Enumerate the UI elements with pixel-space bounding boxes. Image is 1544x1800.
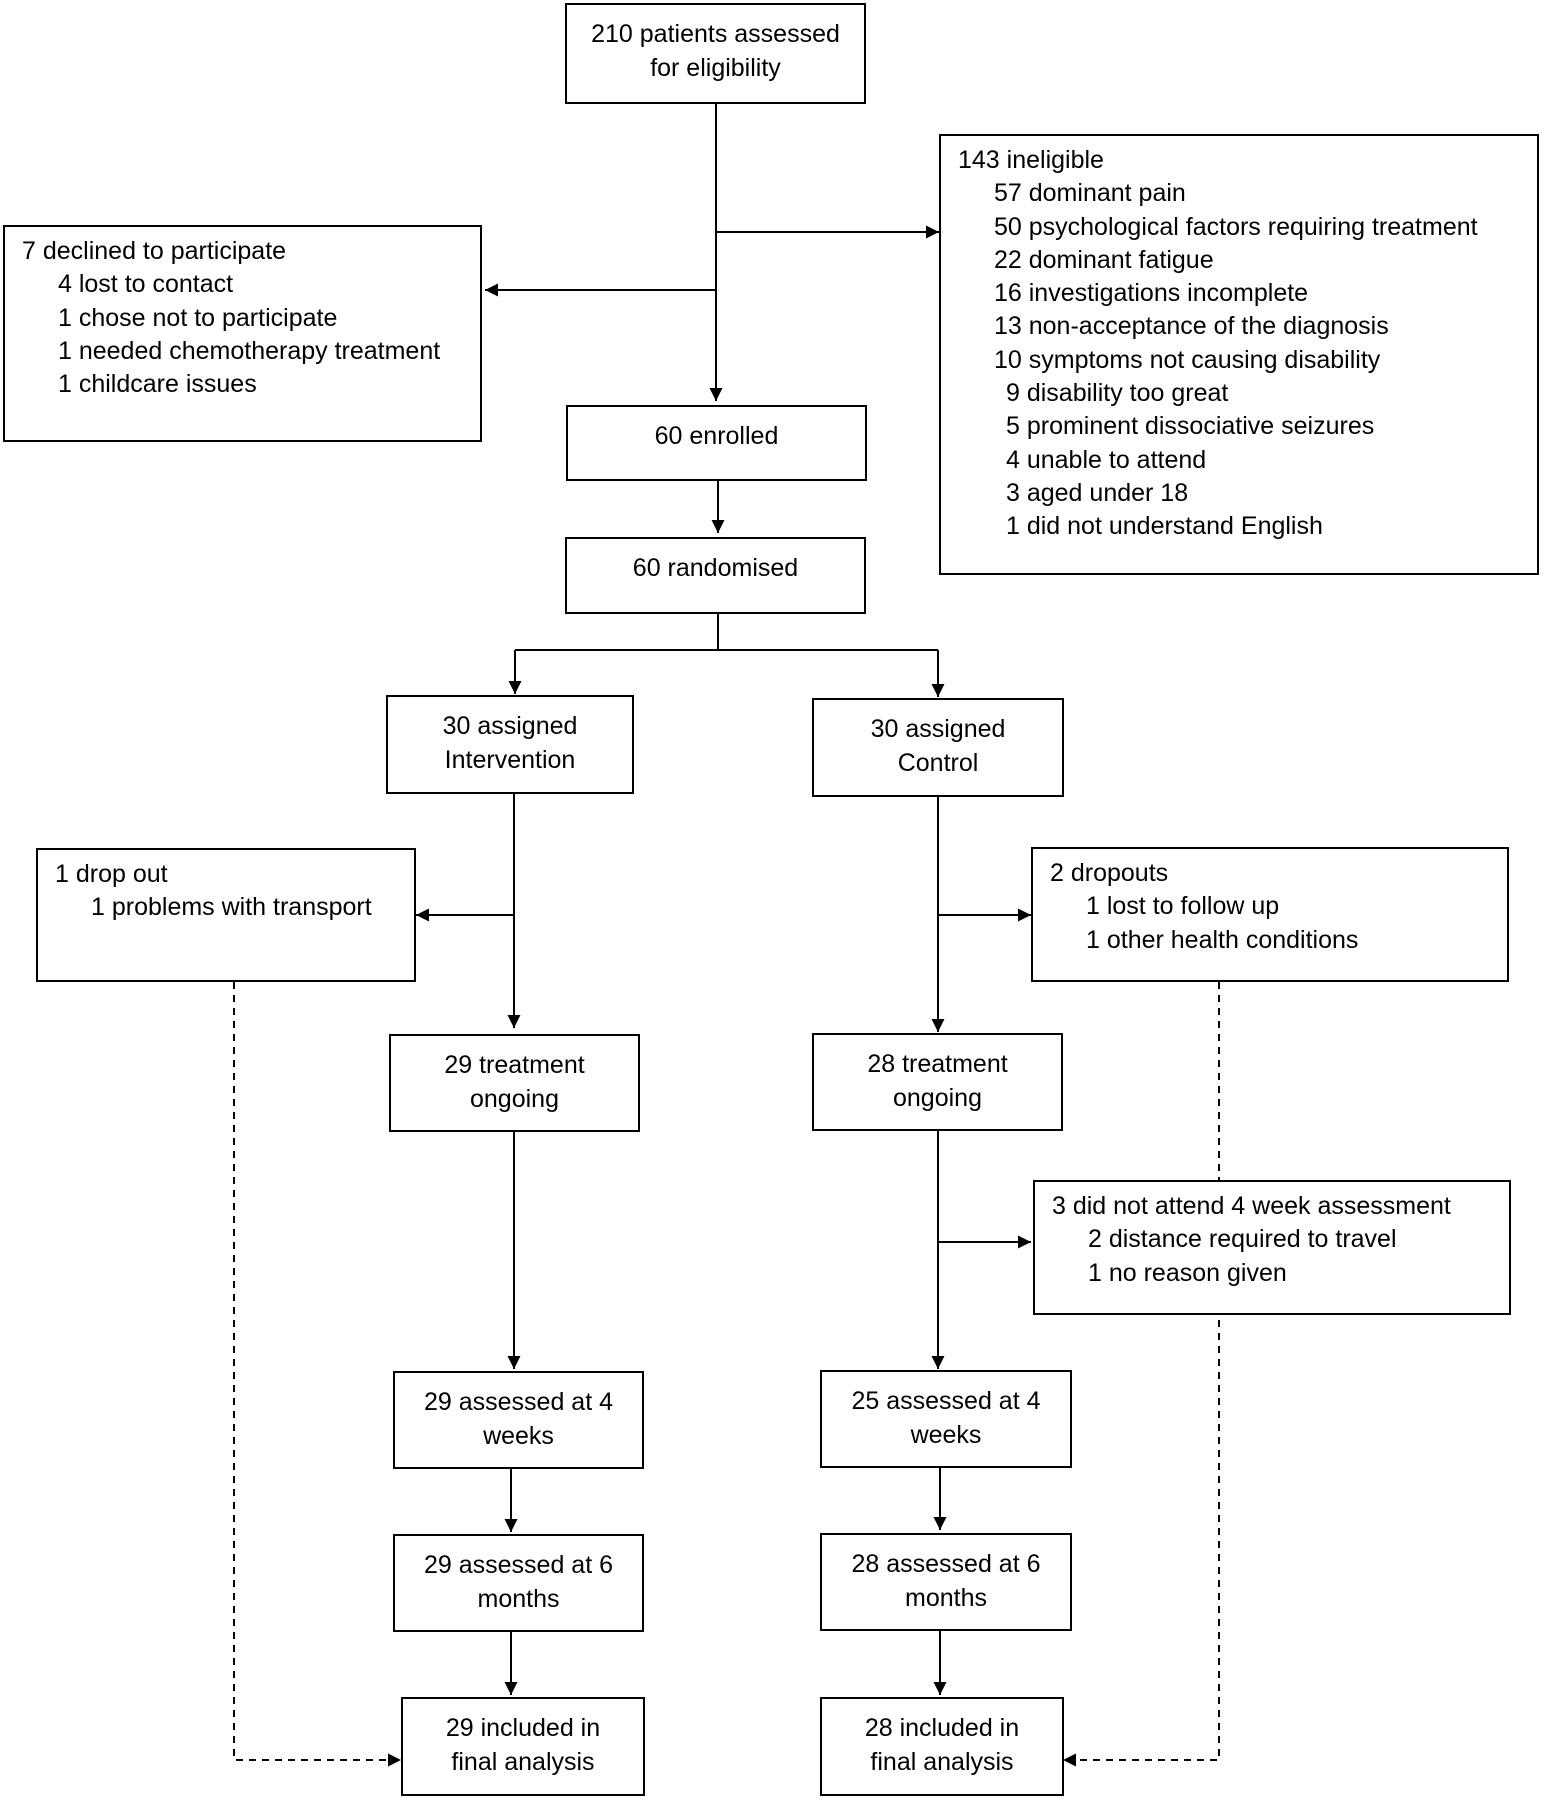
intervention-month6-box: 29 assessed at 6 months <box>393 1534 644 1632</box>
intervention-week4-line2: weeks <box>483 1422 554 1450</box>
control-ongoing-box: 28 treatment ongoing <box>812 1033 1063 1131</box>
intervention-ongoing-line2: ongoing <box>470 1085 559 1113</box>
enrolled-label: 60 enrolled <box>654 422 779 450</box>
control-month6-line2: months <box>905 1584 987 1612</box>
declined-item: 1 needed chemotherapy treatment <box>58 336 441 365</box>
ineligible-box: 143 ineligible 57 dominant pain 50 psych… <box>939 134 1539 575</box>
control-week4-line1: 25 assessed at 4 <box>851 1387 1041 1415</box>
intervention-dropout-title: 1 drop out <box>55 860 168 888</box>
declined-item: 4 lost to contact <box>58 270 234 299</box>
declined-title: 7 declined to participate <box>22 237 287 265</box>
ineligible-item: 57 dominant pain <box>994 179 1186 208</box>
intervention-ongoing-box: 29 treatment ongoing <box>389 1034 640 1132</box>
ineligible-item: 10 symptoms not causing disability <box>994 345 1381 374</box>
control-final-line2: final analysis <box>870 1748 1014 1776</box>
control-assigned-line2: Control <box>897 749 979 777</box>
intervention-final-line2: final analysis <box>451 1748 595 1776</box>
ineligible-item: 1 did not understand English <box>1006 512 1323 541</box>
assessed-line2: for eligibility <box>650 54 781 82</box>
control-dropout-item: 1 other health conditions <box>1086 925 1359 954</box>
control-assigned-box: 30 assigned Control <box>812 698 1064 797</box>
control-week4-line2: weeks <box>910 1421 982 1449</box>
intervention-month6-line1: 29 assessed at 6 <box>423 1551 613 1579</box>
ineligible-title: 143 ineligible <box>958 146 1104 174</box>
control-dropout-box: 2 dropouts 1 lost to follow up 1 other h… <box>1031 847 1509 982</box>
control-final-box: 28 included in final analysis <box>820 1697 1064 1796</box>
assessed-box: 210 patients assessed for eligibility <box>565 3 866 104</box>
control-dropout-item: 1 lost to follow up <box>1086 892 1280 921</box>
intervention-dropout-box: 1 drop out 1 problems with transport <box>36 848 416 982</box>
intervention-week4-line1: 29 assessed at 4 <box>423 1388 613 1416</box>
control-missed-item: 1 no reason given <box>1088 1258 1287 1287</box>
ineligible-item: 22 dominant fatigue <box>994 245 1214 274</box>
intervention-final-box: 29 included in final analysis <box>401 1697 645 1796</box>
randomised-label: 60 randomised <box>632 554 799 582</box>
control-week4-box: 25 assessed at 4 weeks <box>820 1370 1072 1468</box>
ineligible-item: 16 investigations incomplete <box>994 279 1309 308</box>
dashed-control-dropout-to-final <box>1063 982 1220 1767</box>
control-missed-assessment-box: 3 did not attend 4 week assessment 2 dis… <box>1033 1180 1511 1315</box>
ineligible-item: 13 non-acceptance of the diagnosis <box>994 312 1389 341</box>
intervention-week4-box: 29 assessed at 4 weeks <box>393 1371 644 1469</box>
ineligible-item: 5 prominent dissociative seizures <box>1006 412 1375 441</box>
control-month6-box: 28 assessed at 6 months <box>820 1533 1072 1631</box>
ineligible-item: 50 psychological factors requiring treat… <box>994 212 1478 241</box>
intervention-final-line1: 29 included in <box>445 1714 601 1742</box>
ineligible-item: 9 disability too great <box>1006 379 1229 408</box>
intervention-assigned-line2: Intervention <box>444 746 576 774</box>
intervention-month6-line2: months <box>477 1585 560 1613</box>
control-ongoing-line2: ongoing <box>893 1084 982 1112</box>
intervention-dropout-item: 1 problems with transport <box>91 893 372 922</box>
declined-item: 1 chose not to participate <box>58 303 338 332</box>
intervention-ongoing-line1: 29 treatment <box>444 1051 585 1079</box>
control-ongoing-line1: 28 treatment <box>867 1050 1008 1078</box>
declined-item: 1 childcare issues <box>58 370 257 399</box>
control-missed-title: 3 did not attend 4 week assessment <box>1052 1192 1451 1220</box>
assessed-line1: 210 patients assessed <box>591 20 840 48</box>
declined-box: 7 declined to participate 4 lost to cont… <box>3 225 482 442</box>
control-month6-line1: 28 assessed at 6 <box>851 1550 1041 1578</box>
intervention-assigned-box: 30 assigned Intervention <box>386 695 634 794</box>
control-missed-item: 2 distance required to travel <box>1088 1225 1397 1254</box>
ineligible-item: 3 aged under 18 <box>1006 478 1189 507</box>
intervention-assigned-line1: 30 assigned <box>442 712 578 740</box>
control-final-line1: 28 included in <box>864 1714 1020 1742</box>
enrolled-box: 60 enrolled <box>566 405 867 481</box>
control-dropout-title: 2 dropouts <box>1050 859 1169 887</box>
dashed-intervention-dropout-to-final <box>233 982 401 1767</box>
control-assigned-line1: 30 assigned <box>870 715 1006 743</box>
randomised-box: 60 randomised <box>565 537 866 614</box>
ineligible-item: 4 unable to attend <box>1006 445 1207 474</box>
